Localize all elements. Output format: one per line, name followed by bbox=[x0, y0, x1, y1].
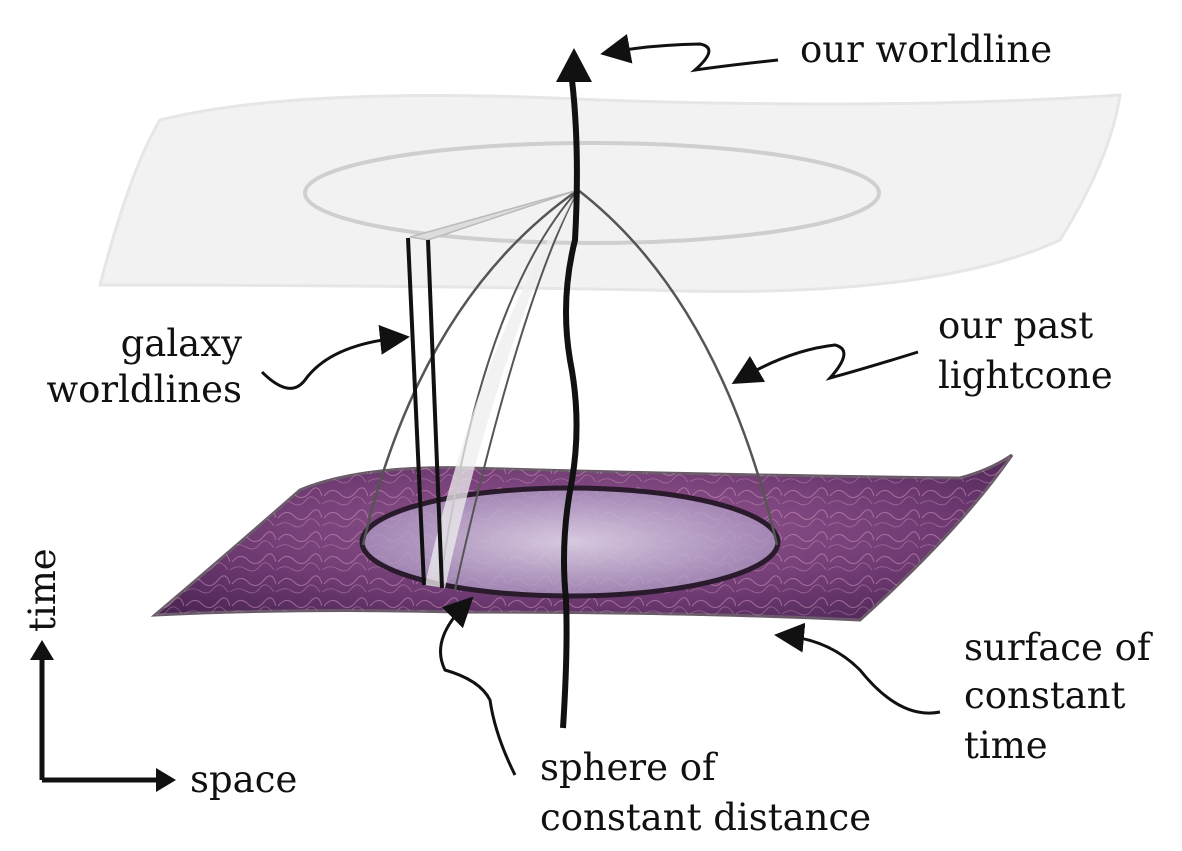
label-time-axis: time bbox=[21, 548, 64, 632]
light-ray-band bbox=[409, 189, 579, 241]
surface-pointer bbox=[774, 622, 941, 715]
label-galaxy-line2: worldlines bbox=[46, 368, 242, 411]
worldline-pointer bbox=[600, 33, 779, 73]
label-surface-line2: constant bbox=[964, 674, 1126, 717]
label-galaxy-line1: galaxy bbox=[121, 322, 243, 365]
label-lightcone-line2: lightcone bbox=[938, 354, 1113, 397]
label-lightcone-line1: our past bbox=[938, 304, 1093, 347]
our-worldline-arrowhead bbox=[556, 48, 592, 82]
our-worldline bbox=[560, 79, 580, 729]
label-sphere-line2: constant distance bbox=[540, 796, 871, 839]
time-axis-arrowhead bbox=[30, 640, 54, 660]
label-surface-line1: surface of bbox=[964, 626, 1153, 669]
label-surface-line3: time bbox=[964, 724, 1048, 767]
axes bbox=[39, 655, 160, 783]
galaxy-pointer bbox=[260, 324, 410, 390]
sphere-pointer bbox=[439, 596, 517, 776]
lightcone-pointer bbox=[731, 343, 919, 385]
annotation-arrows bbox=[260, 33, 941, 776]
upper-sphere-ring bbox=[303, 141, 881, 245]
space-axis-arrowhead bbox=[156, 768, 176, 792]
galaxy-worldlines bbox=[406, 237, 444, 589]
upper-time-surface bbox=[98, 93, 1122, 293]
label-our-worldline: our worldline bbox=[800, 28, 1052, 71]
label-space-axis: space bbox=[190, 758, 297, 801]
label-sphere-line1: sphere of bbox=[540, 746, 718, 789]
